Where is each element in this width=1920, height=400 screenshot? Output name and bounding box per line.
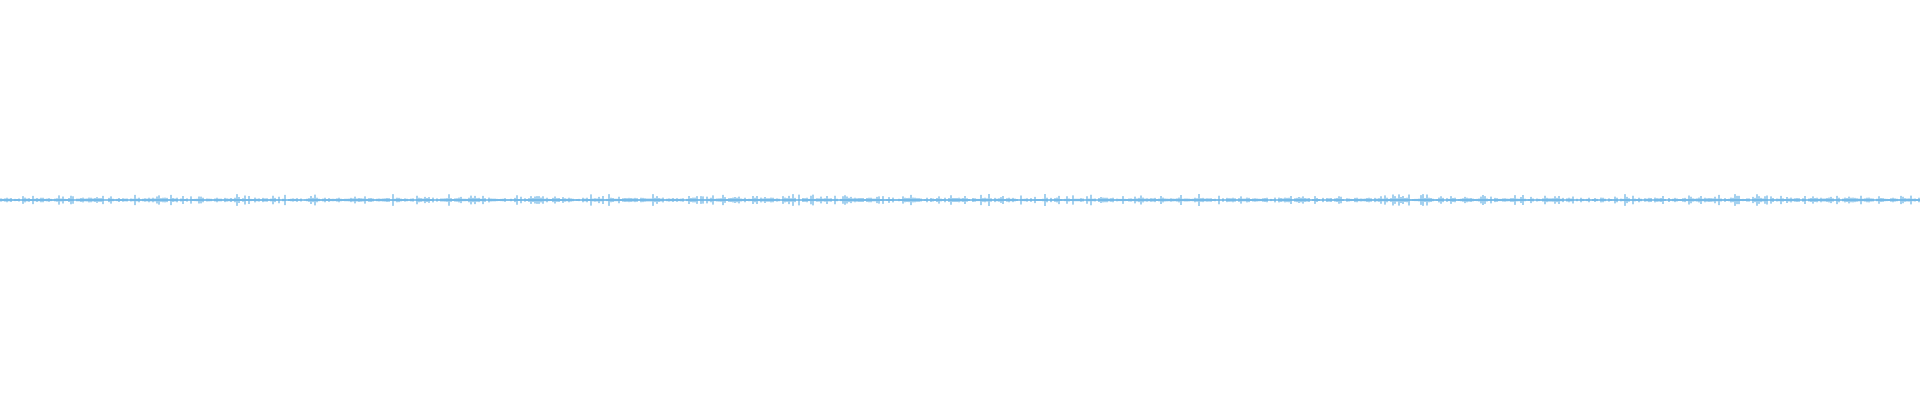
waveform-bars [0, 194, 1920, 206]
